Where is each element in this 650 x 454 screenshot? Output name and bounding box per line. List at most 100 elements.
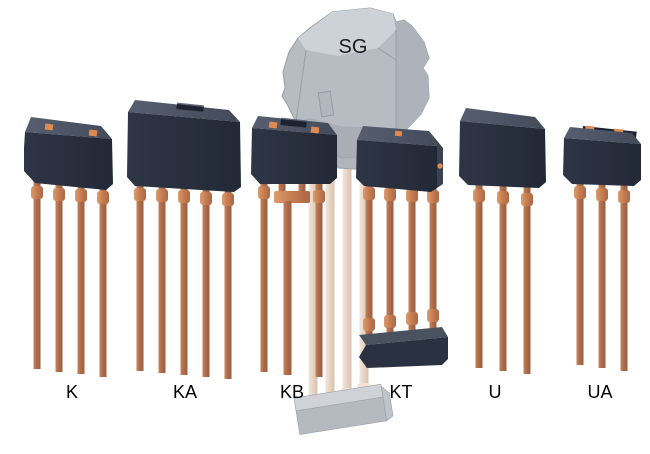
lead: [136, 180, 144, 371]
slot: [280, 119, 307, 128]
package-label-kb: KB: [280, 382, 304, 402]
lead-bump: [313, 190, 325, 203]
package-body-top: [357, 126, 437, 146]
package-body: [459, 121, 546, 188]
lead: [523, 180, 531, 374]
lead: [598, 178, 606, 368]
lead: [99, 176, 107, 377]
sg-facet-top: [298, 8, 396, 56]
lead-bump: [427, 309, 439, 322]
k-leads: [31, 176, 109, 377]
package-labels: K KA KB KT U UA: [66, 382, 613, 402]
ka-leads: [134, 180, 234, 379]
lead: [342, 140, 352, 409]
lead: [475, 180, 483, 368]
lead-bump: [75, 189, 87, 202]
lead-bump: [473, 189, 485, 202]
lead-bump: [427, 190, 439, 203]
lead-bump: [384, 188, 396, 201]
package-body: [127, 112, 241, 192]
slot-highlight: [280, 117, 308, 122]
spacer-bar-front: [359, 337, 448, 368]
lead-bump: [156, 189, 168, 202]
sg-facet-right: [393, 14, 429, 138]
lead: [308, 140, 318, 419]
lead: [180, 180, 188, 375]
lead-bump: [53, 188, 65, 201]
lead-bump: [596, 188, 608, 201]
slot-highlight: [176, 102, 204, 108]
package-ka: [127, 100, 241, 379]
kt-leads: [363, 180, 439, 341]
lead-bump: [574, 186, 586, 199]
lead: [315, 174, 323, 377]
package-kt: [356, 126, 448, 368]
fused-lead: [283, 201, 292, 375]
lead-bump: [178, 190, 190, 203]
lead-bump: [406, 312, 418, 325]
ua-leads: [574, 178, 630, 371]
lead-bump: [521, 193, 533, 206]
package-label-u: U: [489, 382, 502, 402]
package-body: [24, 132, 113, 190]
kt-spacer-bar: [359, 327, 448, 368]
package-body-top: [128, 100, 240, 122]
pin1-marker: [394, 130, 403, 137]
lead: [429, 180, 437, 335]
lead: [325, 140, 335, 414]
u-leads: [473, 180, 533, 374]
lead-bump: [497, 191, 509, 204]
lead: [408, 180, 416, 337]
lead: [576, 178, 584, 365]
side-marker: [437, 163, 443, 169]
lead: [77, 176, 85, 374]
pin1-marker: [268, 121, 278, 129]
lead: [620, 178, 628, 371]
pin1-marker: [44, 123, 54, 131]
package-kb: [251, 116, 337, 377]
kb-leads: [258, 174, 325, 377]
lead-bump: [222, 193, 234, 206]
lead-bump: [384, 315, 396, 328]
spacer-bar-top: [359, 327, 448, 345]
lead-bump: [258, 186, 270, 199]
lead: [365, 180, 373, 341]
pin-marker: [88, 129, 98, 137]
package-u: [459, 108, 546, 374]
fused-lead-crossbar: [274, 191, 310, 203]
lead: [359, 140, 369, 404]
lead: [386, 180, 394, 339]
package-label-kt: KT: [389, 382, 412, 402]
package-ua: [563, 125, 641, 371]
package-label-k: K: [66, 382, 78, 402]
slot: [176, 104, 204, 112]
lead-bump: [363, 187, 375, 200]
lead: [260, 174, 268, 372]
sg-recess: [317, 90, 335, 118]
lead-bump: [363, 318, 375, 331]
top-slot: [280, 117, 308, 128]
package-k: [24, 117, 113, 377]
sg-base: [293, 383, 394, 435]
lead: [224, 180, 232, 379]
lead-stub: [278, 174, 286, 200]
lead: [158, 180, 166, 373]
package-body-top: [460, 108, 545, 129]
lead: [33, 176, 41, 369]
lead: [55, 176, 63, 372]
top-slot: [176, 102, 204, 112]
lead-bump: [200, 192, 212, 205]
lead-bump: [618, 190, 630, 203]
package-body-side: [429, 131, 443, 188]
package-body: [356, 140, 437, 192]
lead: [499, 180, 507, 371]
sg-facet-line: [295, 30, 397, 138]
pin-marker: [310, 126, 320, 134]
lead-stub: [298, 174, 306, 200]
package-body: [251, 128, 337, 184]
package-label-ka: KA: [173, 382, 197, 402]
lead-bump: [31, 186, 43, 199]
package-label-sg: SG: [339, 36, 368, 58]
